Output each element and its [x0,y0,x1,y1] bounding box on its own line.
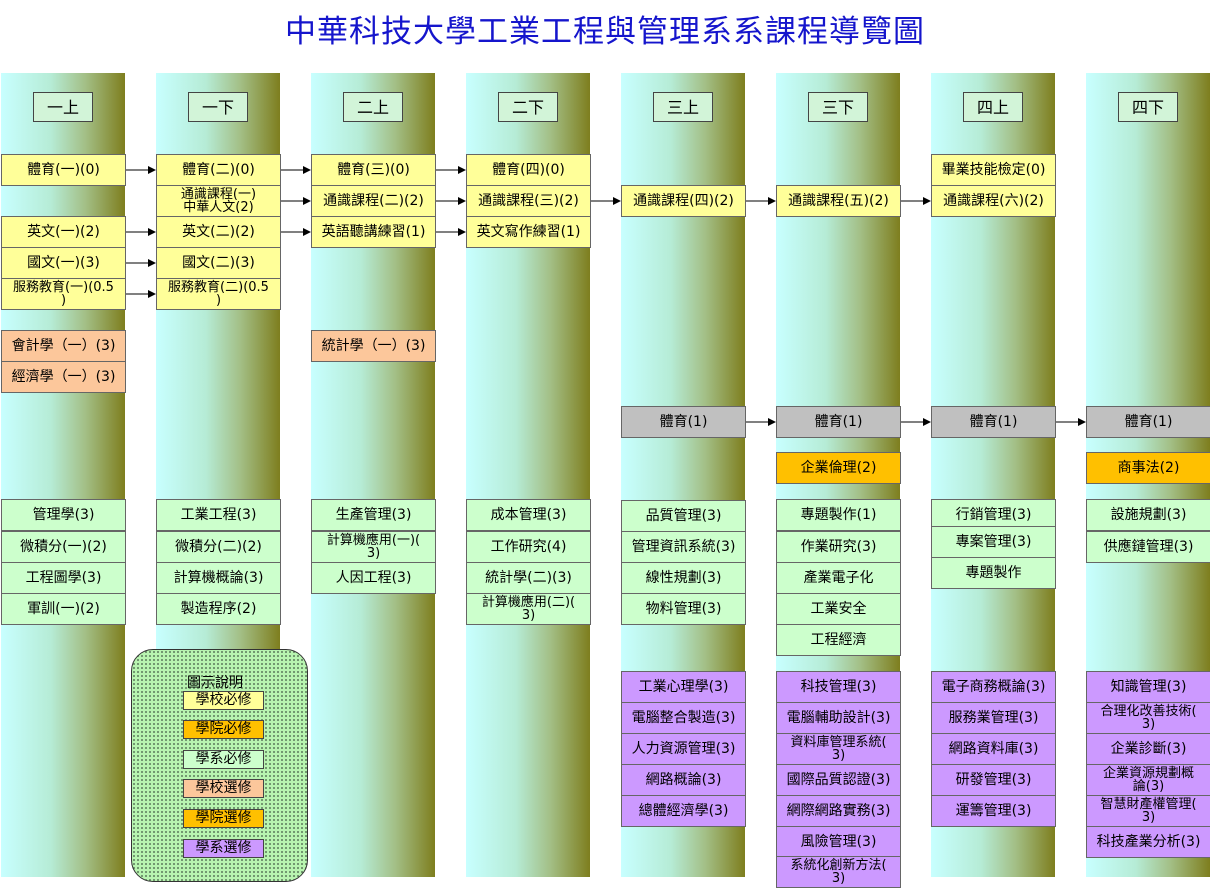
course-box: 通識課程(一) 中華人文(2) [156,185,281,217]
course-box: 工作研究(4) [466,531,591,563]
course-box: 運籌管理(3) [931,795,1056,827]
legend-item-college-elective: 學院選修 [183,809,264,828]
course-box: 英文寫作練習(1) [466,216,591,248]
legend-item-school-required: 學校必修 [183,691,264,710]
course-box: 研發管理(3) [931,764,1056,796]
course-box: 網路概論(3) [621,764,746,796]
course-box: 物料管理(3) [621,593,746,625]
course-box: 企業資源規劃概 論(3) [1086,764,1210,796]
course-box: 通識課程(六)(2) [931,185,1056,217]
course-box: 人因工程(3) [311,562,436,594]
course-box: 品質管理(3) [621,500,746,532]
course-box: 設施規劃(3) [1086,499,1210,531]
course-box: 製造程序(2) [156,593,281,625]
course-box: 風險管理(3) [776,826,901,858]
legend: 圖示說明 學校必修 學院必修 學系必修 學校選修 學院選修 學系選修 [131,649,308,882]
course-box: 專題製作 [931,557,1056,589]
semester-header: 四下 [1118,92,1178,122]
course-box: 微積分(一)(2) [1,531,126,563]
semester-header: 二下 [498,92,558,122]
course-box: 專案管理(3) [931,526,1056,558]
semester-header: 一下 [188,92,248,122]
course-box: 通識課程(三)(2) [466,185,591,217]
legend-item-college-required: 學院必修 [183,720,264,739]
course-box: 體育(1) [621,406,746,438]
course-box: 專題製作(1) [776,499,901,531]
course-box: 體育(三)(0) [311,154,436,186]
course-box: 計算機概論(3) [156,562,281,594]
course-box: 人力資源管理(3) [621,733,746,765]
legend-item-dept-required: 學系必修 [183,750,264,769]
course-box: 管理學(3) [1,499,126,531]
course-box: 通識課程(二)(2) [311,185,436,217]
legend-title: 圖示說明 [187,675,243,691]
legend-item-dept-elective: 學系選修 [183,839,264,858]
course-box: 計算機應用(二)( 3) [466,593,591,625]
course-box: 知識管理(3) [1086,671,1210,703]
course-box: 網際網路實務(3) [776,795,901,827]
course-box: 企業倫理(2) [776,452,901,484]
course-box: 服務教育(二)(0.5 ) [156,278,281,310]
course-box: 體育(1) [776,406,901,438]
course-box: 國際品質認證(3) [776,764,901,796]
course-box: 體育(四)(0) [466,154,591,186]
course-box: 線性規劃(3) [621,562,746,594]
course-box: 工業安全 [776,593,901,625]
semester-header: 三上 [653,92,713,122]
course-box: 統計學(二)(3) [466,562,591,594]
course-box: 英文(二)(2) [156,216,281,248]
course-box: 國文(一)(3) [1,247,126,279]
course-box: 英文(一)(2) [1,216,126,248]
course-box: 統計學（一）(3) [311,330,436,362]
course-box: 會計學（一）(3) [1,330,126,362]
semester-header: 二上 [343,92,403,122]
course-box: 生產管理(3) [311,499,436,531]
course-box: 電腦輔助設計(3) [776,702,901,734]
course-box: 作業研究(3) [776,531,901,563]
course-box: 通識課程(五)(2) [776,185,901,217]
course-box: 管理資訊系統(3) [621,531,746,563]
course-box: 微積分(二)(2) [156,531,281,563]
course-box: 電子商務概論(3) [931,671,1056,703]
course-box: 產業電子化 [776,562,901,594]
course-box: 通識課程(四)(2) [621,185,746,217]
course-box: 服務業管理(3) [931,702,1056,734]
course-box: 經濟學（一）(3) [1,361,126,393]
course-box: 工業工程(3) [156,499,281,531]
course-box: 軍訓(一)(2) [1,593,126,625]
course-box: 科技管理(3) [776,671,901,703]
course-box: 畢業技能檢定(0) [931,154,1056,186]
course-box: 體育(1) [1086,406,1210,438]
course-box: 網路資料庫(3) [931,733,1056,765]
semester-header: 一上 [33,92,93,122]
course-box: 計算機應用(一)( 3) [311,531,436,563]
course-box: 資料庫管理系統( 3) [776,733,901,765]
course-box: 供應鏈管理(3) [1086,531,1210,563]
course-box: 科技產業分析(3) [1086,826,1210,858]
course-box: 系統化創新方法( 3) [776,856,901,888]
legend-item-school-elective: 學校選修 [183,779,264,798]
course-box: 商事法(2) [1086,452,1210,484]
course-box: 總體經濟學(3) [621,795,746,827]
semester-column-1 [1,73,125,877]
course-box: 工程經濟 [776,624,901,656]
course-box: 智慧財產權管理( 3) [1086,795,1210,827]
course-box: 合理化改善技術( 3) [1086,702,1210,734]
course-box: 工業心理學(3) [621,671,746,703]
course-box: 體育(一)(0) [1,154,126,186]
course-box: 企業診斷(3) [1086,733,1210,765]
course-box: 國文(二)(3) [156,247,281,279]
course-box: 體育(1) [931,406,1056,438]
page-title: 中華科技大學工業工程與管理系系課程導覽圖 [285,14,925,50]
course-box: 英語聽講練習(1) [311,216,436,248]
course-box: 電腦整合製造(3) [621,702,746,734]
semester-header: 三下 [808,92,868,122]
course-box: 成本管理(3) [466,499,591,531]
course-box: 體育(二)(0) [156,154,281,186]
semester-header: 四上 [963,92,1023,122]
course-box: 工程圖學(3) [1,562,126,594]
course-box: 服務教育(一)(0.5 ) [1,278,126,310]
